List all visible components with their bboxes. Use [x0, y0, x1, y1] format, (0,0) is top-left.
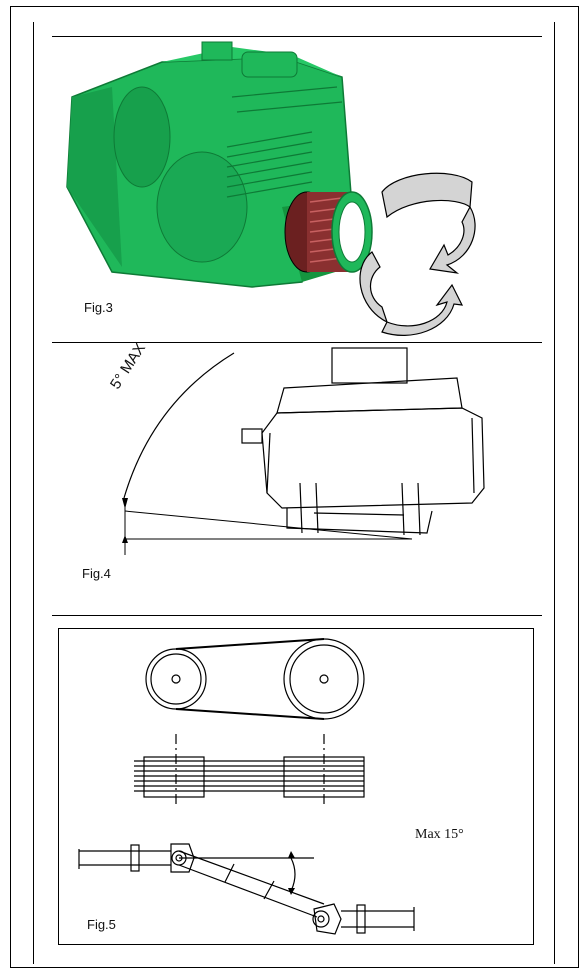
fig4-panel: 5° MAX Fig.4	[52, 343, 542, 615]
page-border	[10, 6, 579, 968]
fig3-label: Fig.3	[84, 300, 113, 315]
cardan-shaft-icon	[78, 843, 415, 935]
separator-fig4-fig5	[52, 615, 542, 616]
angle-arrow	[290, 857, 296, 892]
motor-outline-icon	[122, 347, 485, 555]
separator-fig3-fig4	[52, 342, 542, 343]
frame-top-line	[52, 36, 542, 37]
pulley-icon	[284, 191, 373, 273]
pump-illustration	[66, 41, 476, 336]
fig5-label: Fig.5	[87, 917, 116, 932]
angle-arc	[123, 352, 235, 499]
pump-body	[66, 41, 353, 288]
fig3-panel: Fig.3	[52, 37, 542, 342]
fig4-label: Fig.4	[82, 566, 111, 581]
document-frame	[33, 22, 555, 964]
fig5-panel: Max 15° Fig.5	[58, 628, 534, 945]
rotation-arrow-icon	[359, 172, 476, 336]
fig5-angle-label: Max 15°	[415, 827, 464, 842]
pulley-side-view	[134, 734, 365, 807]
belt-icon	[145, 638, 365, 720]
